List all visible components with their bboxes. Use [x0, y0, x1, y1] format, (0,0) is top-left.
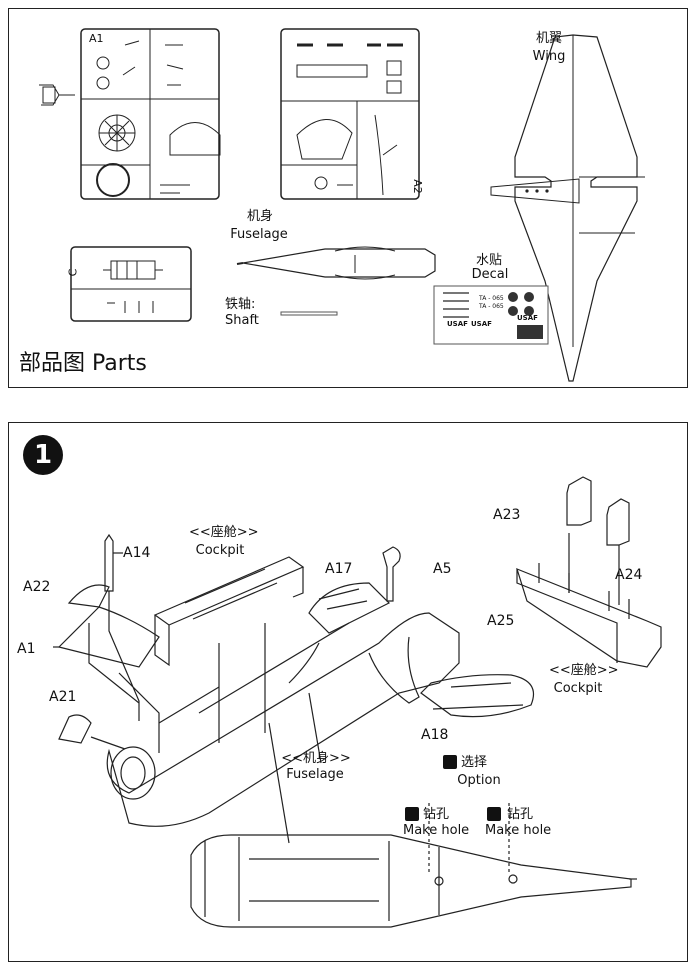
label-a24: A24: [615, 567, 643, 583]
sprue-c-drawing: [67, 245, 197, 325]
sprue-c-label: C: [66, 268, 80, 277]
decal-text-ta065: TA - 065: [479, 303, 504, 310]
shaft-label-cn: 铁轴:: [225, 297, 256, 312]
cockpit-right-label-cn: <<座舱>>: [549, 663, 619, 678]
decal-text-usaf-2: USAF: [471, 320, 492, 328]
decal-label-cn: 水贴: [475, 253, 502, 268]
step-1-panel: 1 <<座舱>> Cockpit A14 A22 A1 A21 A17 A5 A…: [8, 422, 688, 962]
drill-icon: [487, 807, 501, 821]
option-label-cn: 选择: [461, 755, 488, 770]
label-a17: A17: [325, 561, 353, 577]
label-a21: A21: [49, 689, 77, 705]
decal-text-usaf: USAF: [447, 320, 468, 328]
engine-mount-part: [35, 75, 79, 115]
label-a5: A5: [433, 561, 452, 577]
fuselage-step-label-en: Fuselage: [286, 767, 344, 782]
make-hole-left-en: Make hole: [403, 823, 470, 838]
step-number: 1: [23, 435, 63, 475]
sprue-a1-drawing: [75, 25, 225, 205]
decal-text-ta065-2: TA - 065: [479, 295, 504, 302]
parts-panel: A1 A2 机翼 Wing 机身 Fuselage: [8, 8, 688, 388]
make-hole-left-cn: 钻孔: [423, 807, 450, 822]
label-a1: A1: [17, 641, 36, 657]
label-a23: A23: [493, 507, 521, 523]
option-label-en: Option: [457, 773, 501, 788]
label-a25: A25: [487, 613, 515, 629]
make-hole-right-en: Make hole: [485, 823, 552, 838]
step1-assembly-drawing: [9, 423, 689, 963]
wing-drawing: [483, 27, 645, 367]
fuselage-label-cn: 机身: [246, 209, 273, 224]
shaft-drawing: [281, 311, 341, 317]
fuselage-step-label-cn: <<机身>>: [281, 751, 351, 766]
decal-text-usaf-3: USAF: [517, 314, 538, 322]
wing-label-cn: 机翼: [535, 31, 562, 46]
drill-icon: [405, 807, 419, 821]
sprue-a2-label: A2: [410, 179, 424, 194]
sprue-a2-drawing: [277, 25, 427, 205]
make-hole-right-cn: 钻孔: [507, 807, 534, 822]
cockpit-label-en: Cockpit: [195, 543, 245, 558]
cockpit-label-cn: <<座舱>>: [189, 525, 259, 540]
label-a18: A18: [421, 727, 449, 743]
question-icon: [443, 755, 457, 769]
label-a22: A22: [23, 579, 51, 595]
label-a14: A14: [123, 545, 151, 561]
cockpit-right-label-en: Cockpit: [553, 681, 603, 696]
sprue-a1-label: A1: [89, 32, 104, 45]
fuselage-label-en: Fuselage: [230, 227, 288, 242]
decal-label-en: Decal: [471, 267, 509, 282]
shaft-label-en: Shaft: [225, 313, 259, 328]
fuselage-part-drawing: [235, 235, 445, 285]
decal-sheet-drawing: [433, 285, 549, 345]
parts-heading: 部品图 Parts: [19, 351, 147, 376]
